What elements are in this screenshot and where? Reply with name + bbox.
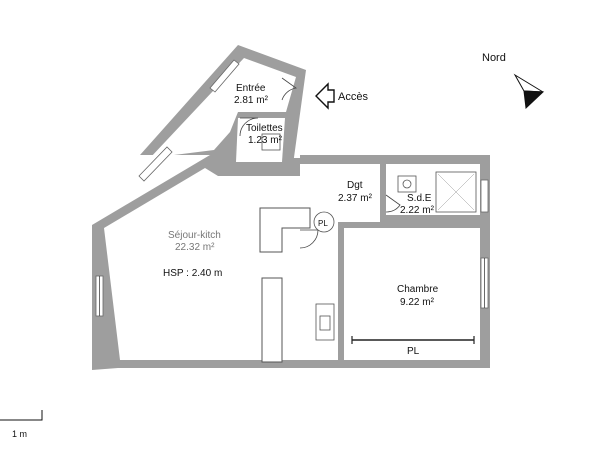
label-sde-area: 2.22 m²	[400, 205, 435, 216]
windows	[95, 59, 489, 317]
fixtures	[259, 133, 477, 363]
label-boiler: PL	[318, 219, 328, 228]
label-entree-area: 2.81 m²	[234, 95, 269, 106]
label-sejour-area: 22.32 m²	[175, 242, 215, 253]
compass-label: Nord	[482, 52, 506, 64]
kitchen-counter	[259, 207, 311, 253]
window-entree	[209, 59, 240, 93]
label-dgt: Dgt	[347, 180, 363, 191]
scale-label: 1 m	[12, 429, 27, 439]
labels: Entrée 2.81 m² Toilettes 1.23 m² Dgt 2.3…	[163, 83, 439, 357]
access-label: Accès	[338, 91, 368, 103]
boiler-icon	[313, 211, 335, 233]
door-toilettes	[239, 117, 259, 137]
room-entree	[150, 58, 296, 158]
label-sejour: Séjour-kitch	[168, 230, 221, 241]
label-sde: S.d.E	[407, 193, 432, 204]
room-toilettes	[236, 118, 285, 162]
scale-bar: 1 m	[0, 410, 43, 439]
label-hsp: HSP : 2.40 m	[163, 268, 222, 279]
scale-line	[0, 410, 43, 421]
entry-arrow-icon	[315, 82, 335, 110]
kitchen-island	[261, 277, 283, 363]
door-entry	[281, 77, 298, 101]
label-chambre: Chambre	[397, 284, 439, 295]
door-sde	[385, 194, 401, 213]
room-chambre	[344, 228, 480, 360]
toilet-icon	[261, 133, 281, 151]
label-chambre-area: 9.22 m²	[400, 297, 435, 308]
label-toilettes-area: 1.23 m²	[248, 135, 283, 146]
label-entree: Entrée	[236, 83, 266, 94]
label-closet: PL	[407, 346, 420, 357]
compass: Nord	[482, 52, 545, 110]
access-marker: Accès	[315, 82, 368, 110]
room-dgt	[300, 164, 380, 222]
window-sejour-nw	[138, 146, 173, 182]
north-arrow-icon	[513, 73, 544, 93]
window-sde	[480, 179, 489, 213]
label-dgt-area: 2.37 m²	[338, 193, 373, 204]
label-toilettes: Toilettes	[246, 123, 283, 134]
